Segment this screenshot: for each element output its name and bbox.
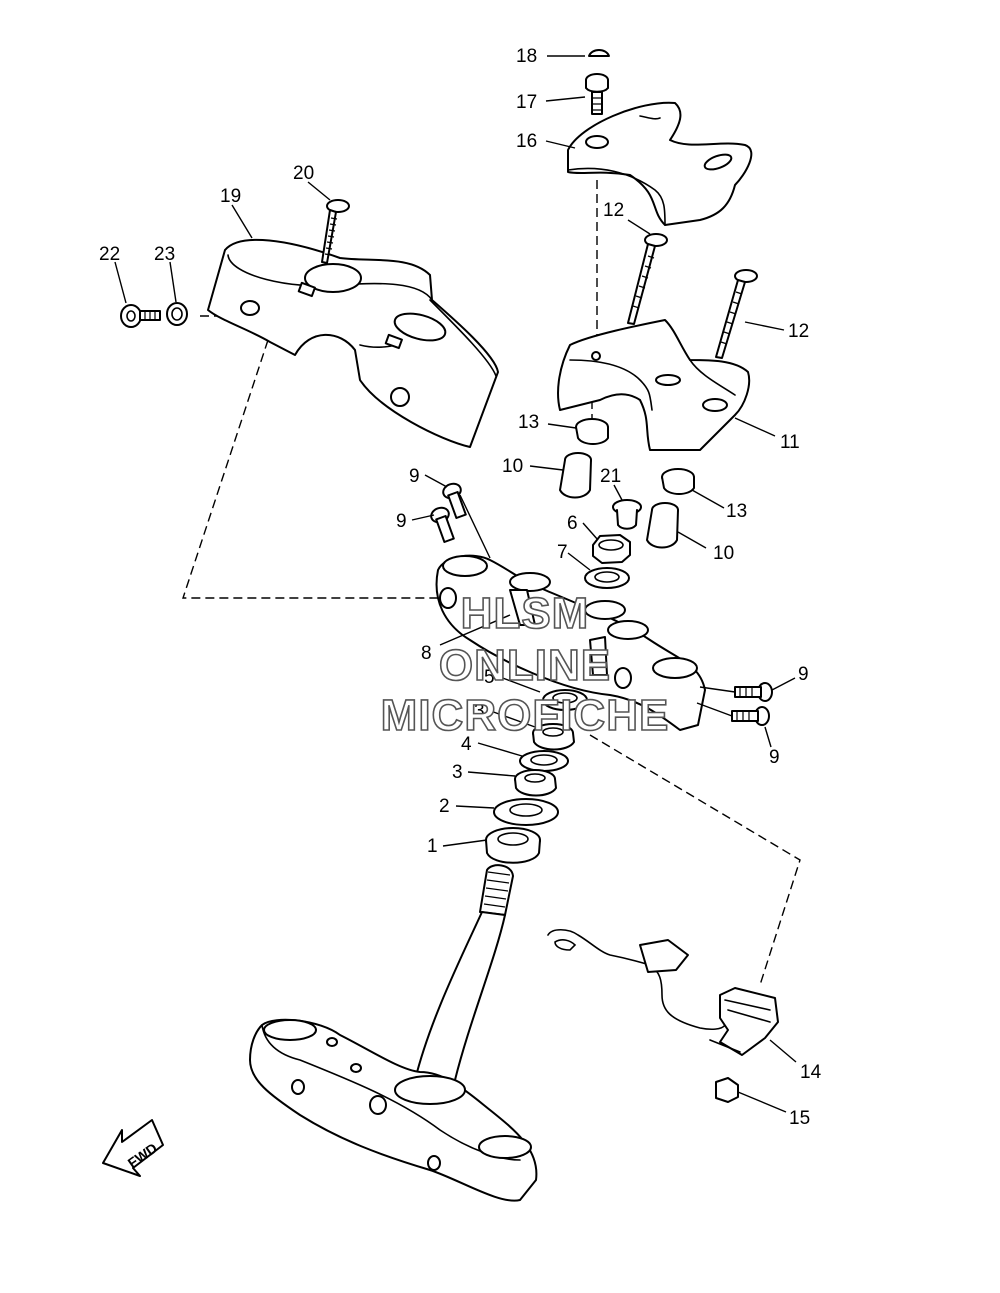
callout-18: 18 xyxy=(516,46,537,67)
callout-17: 17 xyxy=(516,92,537,113)
part-9-bolt-a xyxy=(442,482,467,519)
callout-8: 8 xyxy=(421,643,432,664)
callout-1: 1 xyxy=(427,836,438,857)
part-3-locknut-lower xyxy=(514,769,557,797)
upper-bracket xyxy=(435,554,706,731)
watermark-line-2: ONLINE xyxy=(439,641,611,690)
callout-21: 21 xyxy=(600,466,621,487)
callout-9-d: 9 xyxy=(769,747,780,768)
callout-9-a: 9 xyxy=(409,466,420,487)
callout-6: 6 xyxy=(567,513,578,534)
part-11-lower-holder xyxy=(557,319,751,451)
leader-lines xyxy=(114,55,797,1113)
part-21-spacer xyxy=(612,499,642,530)
part-18-cap xyxy=(588,49,610,57)
watermark: HLSM ONLINE MICROFICHE xyxy=(380,588,670,741)
watermark-line-1: HLSM xyxy=(461,589,590,638)
callout-19: 19 xyxy=(220,186,241,207)
part-9-bolt-c xyxy=(734,682,773,702)
part-20-screw xyxy=(321,199,350,264)
callout-3-upper: 3 xyxy=(474,701,485,722)
part-10-collar-left xyxy=(559,452,592,499)
callout-12-left: 12 xyxy=(603,200,624,221)
callout-15: 15 xyxy=(789,1108,810,1129)
callout-22: 22 xyxy=(99,244,120,265)
watermark-line-3: MICROFICHE xyxy=(381,691,670,740)
callout-12-right: 12 xyxy=(788,321,809,342)
part-13-damper-right xyxy=(661,468,695,495)
callout-11: 11 xyxy=(780,432,800,453)
callout-23: 23 xyxy=(154,244,175,265)
callout-3-lower: 3 xyxy=(452,762,463,783)
part-1-bearing xyxy=(485,827,541,864)
callout-20: 20 xyxy=(293,163,314,184)
callout-2: 2 xyxy=(439,796,450,817)
part-9-bolt-b xyxy=(430,506,455,543)
assembly-lines xyxy=(182,180,801,986)
steering-stem-lower-bracket xyxy=(249,864,538,1202)
callout-labels: 18 17 16 19 20 22 23 12 12 11 13 13 10 1… xyxy=(99,46,822,1129)
part-19-handlebar-cover xyxy=(207,238,499,448)
callout-10-right: 10 xyxy=(713,543,734,564)
part-2-dust-seal xyxy=(493,798,559,826)
callout-9-b: 9 xyxy=(396,511,407,532)
callout-16: 16 xyxy=(516,131,537,152)
part-22-bolt xyxy=(120,304,161,328)
callout-13-left: 13 xyxy=(518,412,539,433)
part-6-nut xyxy=(592,534,631,564)
part-4-washer xyxy=(519,750,569,772)
part-12-bolt-right xyxy=(715,269,758,359)
callout-5: 5 xyxy=(484,667,495,688)
callout-10-left: 10 xyxy=(502,456,523,477)
callout-13-right: 13 xyxy=(726,501,747,522)
callout-14: 14 xyxy=(800,1062,822,1083)
part-12-bolt-left xyxy=(627,233,668,325)
part-15-nut xyxy=(715,1077,739,1103)
part-17-bolt xyxy=(585,73,609,115)
part-3-locknut-upper xyxy=(532,723,575,751)
callout-4: 4 xyxy=(461,734,472,755)
callout-9-c: 9 xyxy=(798,664,809,685)
part-16-upper-holder xyxy=(567,101,753,226)
part-13-damper-left xyxy=(575,418,609,445)
fwd-arrow: FWD xyxy=(102,1119,164,1177)
part-9-bolt-d xyxy=(731,706,770,726)
part-14-bracket xyxy=(547,928,779,1056)
part-7-washer xyxy=(584,567,630,589)
part-10-collar-right xyxy=(646,502,679,549)
part-23-washer xyxy=(166,302,188,326)
callout-7: 7 xyxy=(557,542,568,563)
